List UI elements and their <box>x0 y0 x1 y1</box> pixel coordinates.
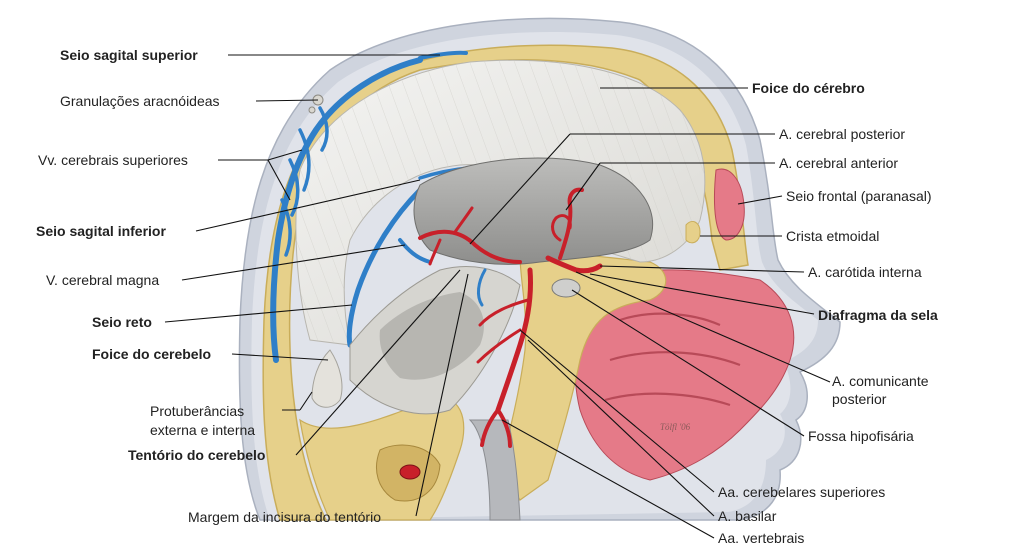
nasal-mucosa <box>574 269 795 481</box>
hypophyseal-fossa <box>551 278 581 298</box>
labels-right: Foice do cérebro A. cerebral posterior A… <box>718 80 938 546</box>
label-margem: Margem da incisura do tentório <box>188 509 381 525</box>
arachnoid-granulation <box>308 106 316 114</box>
basal-vein <box>476 268 487 307</box>
crista-galli <box>685 221 701 244</box>
tentorium-shadow <box>379 292 484 380</box>
label-aa-cerebelares: Aa. cerebelares superiores <box>718 484 885 500</box>
vertebral-artery-section <box>399 464 421 480</box>
straight-sinus <box>346 187 423 348</box>
internal-carotid-artery <box>545 255 603 274</box>
label-a-comunicante-1: A. comunicante <box>832 373 929 389</box>
cranial-cavity <box>413 157 654 265</box>
label-v-cerebral-magna: V. cerebral magna <box>46 272 159 288</box>
label-foice-cerebelo: Foice do cerebelo <box>92 346 211 362</box>
posterior-cerebral-artery-branch <box>428 206 474 266</box>
label-protuberancias-1: Protuberâncias <box>150 403 244 419</box>
label-a-basilar: A. basilar <box>718 508 777 524</box>
posterior-cerebral-artery <box>418 229 522 264</box>
label-granulacoes: Granulações aracnóideas <box>60 93 220 109</box>
label-tentorio: Tentório do cerebelo <box>128 447 265 463</box>
frontal-sinus <box>713 168 745 241</box>
falx-cerebri-fibers <box>295 60 705 346</box>
label-a-cerebral-anterior: A. cerebral anterior <box>779 155 898 171</box>
label-vv-cerebrais: Vv. cerebrais superiores <box>38 152 188 168</box>
label-fossa: Fossa hipofisária <box>808 428 914 444</box>
label-diafragma: Diafragma da sela <box>818 307 938 323</box>
nasal-conchae <box>604 312 741 407</box>
label-seio-sagital-superior: Seio sagital superior <box>60 47 198 63</box>
basilar-artery <box>495 267 533 413</box>
labels-left: Seio sagital superior Granulações aracnó… <box>36 47 381 525</box>
skull-base-bone <box>499 252 667 501</box>
anterior-cerebral-artery-loop <box>551 214 572 242</box>
label-a-carotida: A. carótida interna <box>808 264 922 280</box>
great-cerebral-vein <box>398 238 432 264</box>
label-protuberancias-2: externa e interna <box>150 422 255 438</box>
label-crista: Crista etmoidal <box>786 228 879 244</box>
artist-signature: Tölfl '06 <box>660 422 691 432</box>
falx-cerebelli <box>311 349 343 408</box>
superior-sagittal-sinus-front <box>418 50 468 60</box>
label-seio-frontal: Seio frontal (paranasal) <box>786 188 932 204</box>
leader-lines <box>164 54 831 539</box>
superior-sagittal-sinus <box>270 57 423 363</box>
label-a-comunicante-2: posterior <box>832 391 887 407</box>
label-foice-cerebro: Foice do cérebro <box>752 80 865 96</box>
vertebral-arteries <box>480 408 512 448</box>
superior-cerebellar-arteries <box>476 298 530 364</box>
label-aa-vertebrais: Aa. vertebrais <box>718 530 804 546</box>
label-seio-reto: Seio reto <box>92 314 152 330</box>
label-seio-sagital-inferior: Seio sagital inferior <box>36 223 166 239</box>
superior-cerebral-veins <box>280 106 329 257</box>
label-a-cerebral-posterior: A. cerebral posterior <box>779 126 905 142</box>
